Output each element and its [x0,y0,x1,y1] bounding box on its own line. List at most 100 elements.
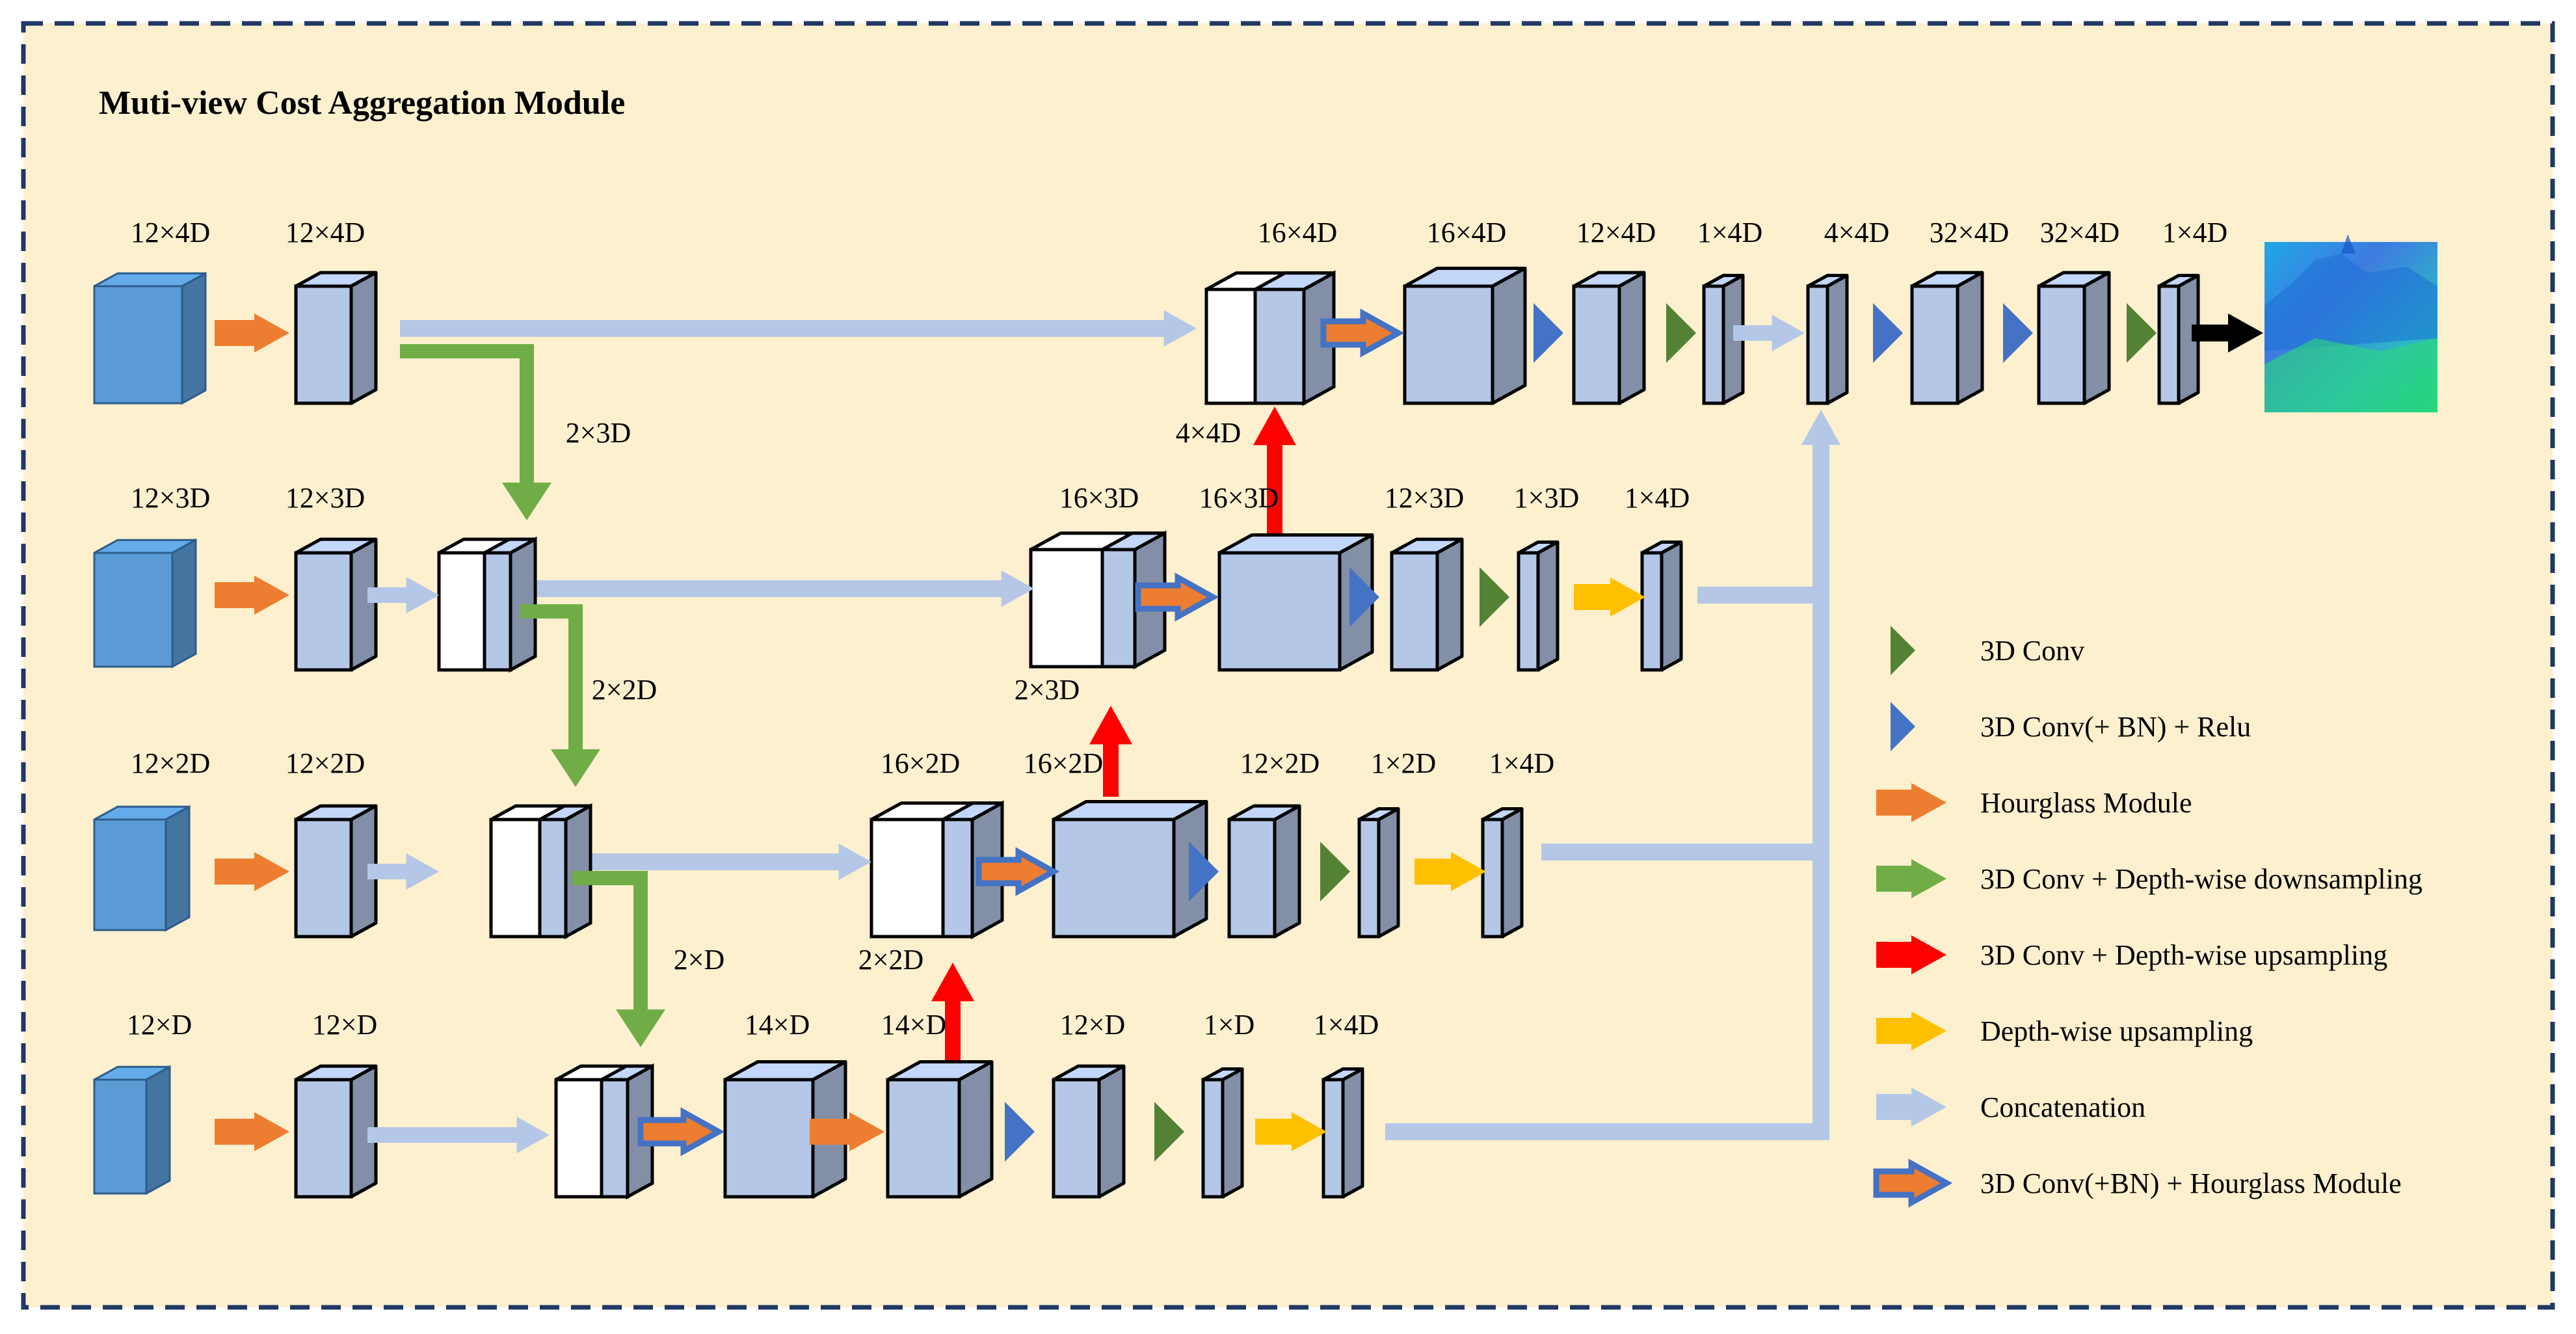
depth-up-arrow-r2 [1574,578,1645,617]
feature-block-r3-3 [1227,804,1301,939]
concat-block-r4 [554,1063,654,1200]
legend-item: 3D Conv + Depth-wise downsampling [1876,859,2423,898]
dim-label-r2: 16×3D [1059,482,1139,514]
feature-block-r2-1 [294,537,378,672]
blue-conv-r3 [1189,842,1219,901]
dim-label-r3: 1×4D [1489,747,1555,779]
feature-block-r1-4 [1702,274,1745,405]
dim-label-r1-4x4d: 4×4D [1176,417,1242,449]
legend-item: 3D Conv(+ BN) + Relu [1891,702,2251,751]
dim-label-r4: 1×D [1204,1009,1255,1041]
blue-triangle-icon [1891,702,1915,751]
feature-block-r3-2 [1052,800,1208,939]
dim-label-r4: 12×D [1060,1009,1126,1041]
feature-block-r1-6 [1910,271,1984,405]
dim-label-r3: 1×2D [1371,747,1437,779]
blue-conv-r1 [1534,303,1563,363]
dim-label-r4: 14×D [881,1009,947,1041]
dim-label-r2: 1×4D [1625,482,1690,514]
legend-arrow [1876,859,1946,898]
concat-arrow-r3a [367,853,439,890]
input-block-r3 [93,805,191,932]
feature-block-r1-1 [294,271,378,405]
legend-item: Depth-wise upsampling [1876,1011,2253,1050]
blue-orange-arrow-icon [1873,1158,1953,1208]
input-block-r1 [93,271,207,405]
upsample-arrow-r2 [1253,407,1296,533]
green-arrow-icon [1876,859,1946,898]
feature-block-r4-6 [1321,1067,1364,1199]
dim-label-r1: 1×4D [1697,217,1763,248]
legend-arrow [1876,1011,1946,1050]
dim-label-r3: 16×2D [1024,747,1104,779]
operation-arrows [215,303,2263,1162]
down-label-3: 2×D [674,944,725,976]
dim-label-r4: 12×D [312,1009,378,1041]
dim-label-r1: 16×4D [1427,217,1507,248]
legend-item: 3D Conv [1891,626,2084,675]
dim-label-r1: 16×4D [1258,217,1338,248]
upsample-arrow-r4 [931,963,974,1060]
legend-item: Concatenation [1876,1087,2145,1127]
collector-arrowhead [1801,410,1840,468]
blue-conv-r2 [1349,567,1379,627]
dim-label-r3-2x2d: 2×2D [858,944,924,976]
dim-label-r2: 12×3D [131,482,211,514]
dim-label-r1: 32×4D [1930,217,2010,248]
green-conv-r1 [1666,303,1696,363]
depth-map-output [2264,234,2437,412]
dim-label-r3: 12×2D [131,747,211,779]
lightblue-arrow-icon [1876,1087,1946,1127]
dim-label-r1: 12×4D [285,217,365,248]
input-block-r4 [93,1065,171,1195]
collector-r4 [1385,449,1829,1140]
feature-block-r4-5 [1201,1067,1244,1199]
concat-block-r1 [1204,270,1336,407]
green-conv-r3 [1320,842,1350,901]
legend-triangle [1891,702,1915,751]
concat-arrowhead-r1 [1158,310,1197,347]
conv-hourglass-arrow-r3 [976,847,1060,896]
dim-label-r2: 16×3D [1199,482,1279,514]
feature-block-r1-5 [1806,274,1849,405]
blue-conv-r1b [1873,303,1903,363]
legend-label: Hourglass Module [1980,787,2192,819]
depth-up-arrow-r4 [1255,1112,1327,1151]
dim-label-r1: 4×4D [1824,217,1890,248]
legend-label: Depth-wise upsampling [1980,1015,2253,1047]
concat-arrow-r4a [367,1117,550,1153]
feature-block-r4-3 [886,1060,994,1199]
dim-label-r3: 12×2D [1240,747,1320,779]
downsample-arrow-r2 [520,604,600,787]
connection-lines [400,320,1829,1140]
legend-arrow [1876,935,1946,974]
feature-block-r2-3 [1390,537,1464,672]
legend-label: 3D Conv + Depth-wise downsampling [1980,863,2423,895]
legend-arrow [1876,783,1946,822]
feature-block-r4-4 [1052,1064,1126,1199]
dim-label-r3: 16×2D [881,747,961,779]
concat-block-r2a [437,536,537,673]
dim-label-r1: 1×4D [2162,217,2228,248]
concat-block-r3b [870,800,1004,940]
legend-item: Hourglass Module [1876,783,2192,822]
legend-item: 3D Conv(+BN) + Hourglass Module [1873,1158,2402,1208]
down-label-1: 2×3D [566,417,631,449]
dim-label-r4: 14×D [745,1009,810,1041]
dim-label-r2: 12×3D [285,482,365,514]
concat-arrowhead-r3 [832,844,871,880]
feature-block-r4-1 [294,1064,378,1199]
conv-hourglass-arrow-r4 [637,1107,725,1156]
feature-block-r3-5 [1481,807,1524,939]
feature-block-r1-3 [1572,271,1646,405]
hourglass-arrow-r4b [810,1112,884,1151]
dim-label-r2: 12×3D [1385,482,1465,514]
legend-arrow [1876,1087,1946,1127]
input-block-r2 [93,538,197,669]
dim-label-r3: 12×2D [285,747,365,779]
conv-hourglass-arrow-r1 [1320,308,1405,358]
